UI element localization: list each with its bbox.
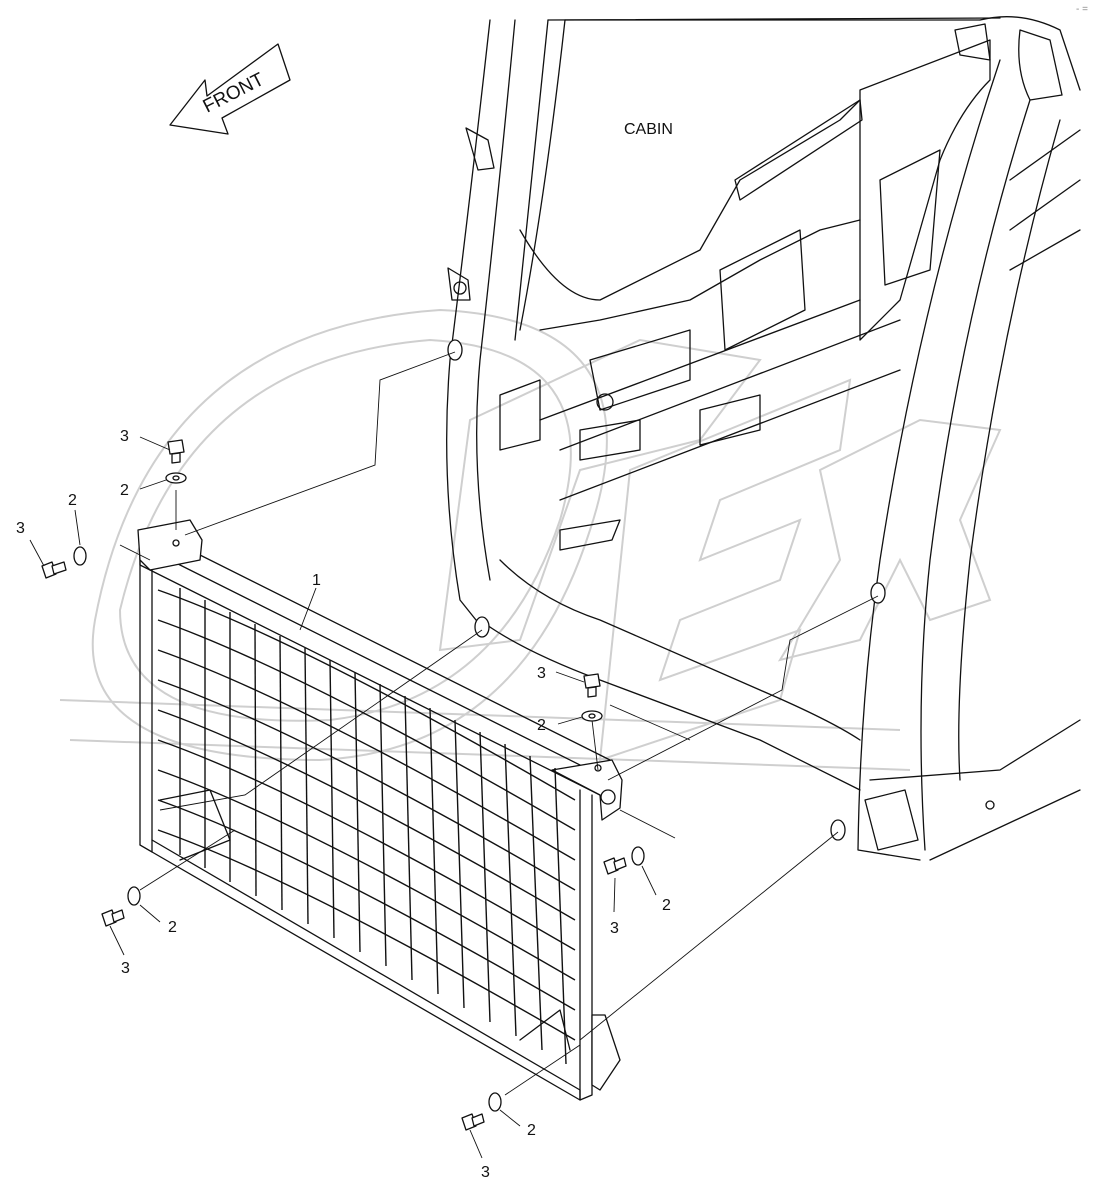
bolt-icon <box>461 1113 485 1131</box>
bolt-icon <box>603 857 627 875</box>
callout-numbers: 1 2 2 2 2 2 2 3 3 3 3 3 3 <box>16 428 671 1181</box>
cabin-structure <box>446 16 1081 861</box>
washer-icon <box>581 710 603 722</box>
callout-part-2: 2 <box>662 897 671 914</box>
callout-part-3: 3 <box>610 920 619 937</box>
washer-icon <box>165 472 187 484</box>
callout-part-2: 2 <box>168 919 177 936</box>
callout-part-2: 2 <box>537 717 546 734</box>
washer-icon <box>488 1092 502 1112</box>
bolt-icon <box>583 673 601 698</box>
callout-part-3: 3 <box>16 520 25 537</box>
callout-part-3: 3 <box>537 665 546 682</box>
bolt-icon <box>101 909 125 927</box>
net-mesh <box>157 588 576 1065</box>
callout-part-3: 3 <box>481 1164 490 1181</box>
assembly-lines <box>119 351 879 1096</box>
callout-part-2: 2 <box>527 1122 536 1139</box>
callout-part-3: 3 <box>121 960 130 977</box>
callout-leaders <box>29 436 657 1159</box>
safety-net-frame <box>137 519 623 1101</box>
callout-part-2: 2 <box>120 482 129 499</box>
callout-part-2: 2 <box>68 492 77 509</box>
washer-icon <box>127 886 141 906</box>
bolt-icon <box>41 561 67 579</box>
bolt-icon <box>167 439 185 464</box>
callout-part-1: 1 <box>312 572 321 589</box>
washer-icon <box>631 846 645 866</box>
washer-icon <box>73 546 87 566</box>
front-direction-arrow: FRONT <box>169 43 291 135</box>
corner-mark: - = <box>1076 4 1088 15</box>
callout-part-3: 3 <box>120 428 129 445</box>
cabin-label: CABIN <box>624 121 673 138</box>
fasteners <box>41 439 645 1131</box>
